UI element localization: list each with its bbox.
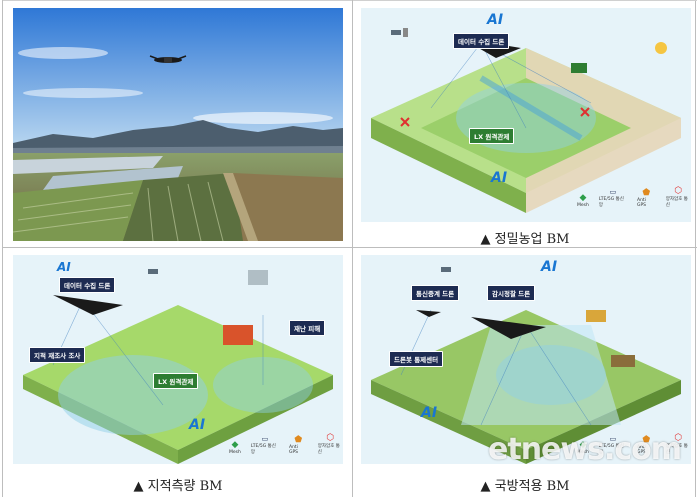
- legend-item: ⬡양자암호 통신: [665, 433, 688, 455]
- defense-illustration: 통신중계 드론 감시정찰 드론 드론봇 통제센터 AI AI ◆Mesh ▭LT…: [361, 255, 691, 464]
- agri-control-label: LX 원격관제: [469, 128, 515, 144]
- legend-item: ◆Mesh: [577, 193, 589, 208]
- agri-legend: ◆Mesh ▭LTE/5G 통신망 ⬟Anti GPS ⬡양자암호 통신: [577, 186, 691, 208]
- precision-agriculture-illustration: 데이터 수집 드론 LX 원격관제 AI AI ◆Mesh ▭LTE/5G 통신…: [361, 8, 691, 222]
- etnews-watermark: etnews.com: [488, 432, 682, 467]
- cadastral-drone-label: 데이터 수집 드론: [59, 277, 116, 293]
- legend-item: ▭LTE/5G 통신망: [250, 435, 276, 455]
- caption-precision-agriculture: ▲ 정밀농업 BM: [480, 232, 570, 247]
- defense-relay-label: 통신중계 드론: [411, 285, 460, 301]
- agri-drone-label: 데이터 수집 드론: [453, 33, 510, 49]
- legend-item: ◆Mesh: [577, 440, 589, 455]
- legend-item: ⬟Anti GPS: [636, 188, 651, 208]
- grid-horizontal-divider: [3, 247, 697, 248]
- grid-top-border: [3, 0, 697, 1]
- defense-ai-mark: AI: [541, 259, 558, 275]
- cadastral-legend: ◆Mesh ▭LTE/5G 통신망 ⬟Anti GPS ⬡양자암호 통신: [229, 433, 343, 455]
- cadastral-ai-mark-lower: AI: [189, 417, 206, 433]
- defense-ai-mark-lower: AI: [421, 405, 438, 421]
- cadastral-survey-illustration: 데이터 수집 드론 지적 재조사 조사 재난 피해 LX 원격관제 AI AI …: [13, 255, 343, 464]
- cadastral-ai-mark: AI: [57, 260, 71, 274]
- legend-item: ⬡양자암호 통신: [665, 186, 688, 208]
- defense-recon-label: 감시정찰 드론: [487, 285, 536, 301]
- aerial-farm-photo: [13, 8, 343, 241]
- caption-cadastral-survey: ▲ 지적측량 BM: [133, 479, 223, 494]
- legend-item: ◆Mesh: [229, 440, 241, 455]
- cadastral-map-label: 지적 재조사 조사: [29, 347, 86, 363]
- legend-item: ⬟Anti GPS: [288, 435, 303, 455]
- legend-item: ⬟Anti GPS: [636, 435, 651, 455]
- legend-item: ▭LTE/5G 통신망: [598, 435, 624, 455]
- legend-item: ▭LTE/5G 통신망: [598, 188, 624, 208]
- agri-ai-mark-lower: AI: [491, 170, 508, 186]
- cadastral-control-label: LX 원격관제: [153, 373, 199, 389]
- cadastral-disaster-label: 재난 피해: [289, 320, 326, 336]
- legend-item: ⬡양자암호 통신: [317, 433, 340, 455]
- defense-command-label: 드론봇 통제센터: [389, 351, 444, 367]
- caption-defense: ▲ 국방적용 BM: [480, 479, 570, 494]
- agri-ai-mark: AI: [487, 12, 504, 28]
- defense-legend: ◆Mesh ▭LTE/5G 통신망 ⬟Anti GPS ⬡양자암호 통신: [577, 433, 691, 455]
- grid-vertical-divider: [352, 0, 353, 497]
